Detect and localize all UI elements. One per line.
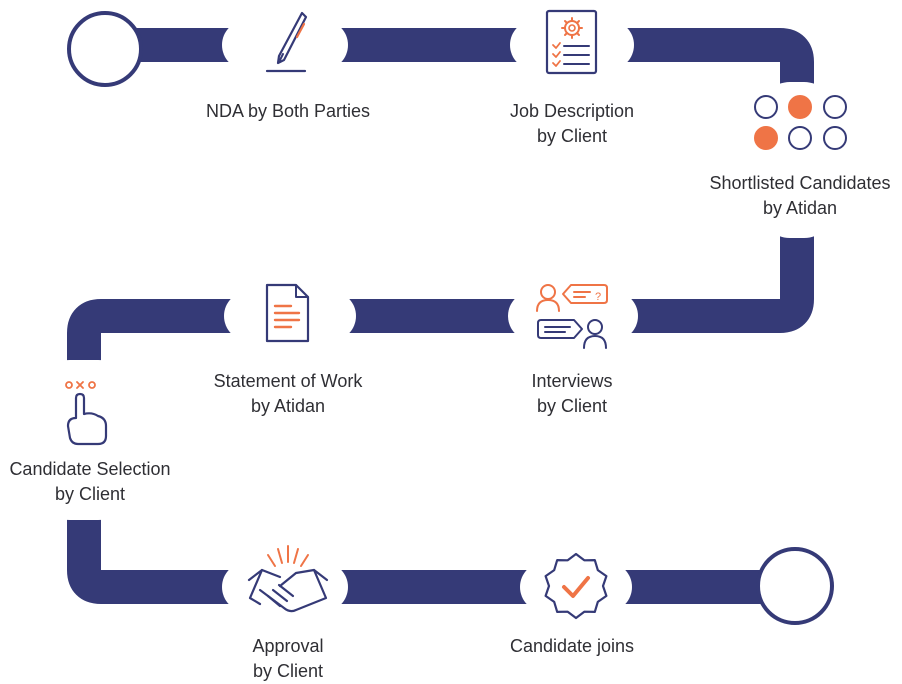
- step-label-line: Candidate joins: [509, 636, 635, 656]
- step-label-shortlisted: Shortlisted Candidates by Atidan: [694, 171, 902, 221]
- tap-selection-icon: [65, 381, 108, 446]
- step-label-line: NDA by Both Parties: [205, 101, 371, 121]
- step-label-candidate-joins: Candidate joins: [472, 634, 672, 659]
- step-label-line: Candidate Selection: [9, 459, 171, 479]
- step-label-statement-of-work: Statement of Work by Atidan: [188, 369, 388, 419]
- step-label-candidate-selection: Candidate Selection by Client: [0, 457, 180, 507]
- step-label-line: by Client: [536, 126, 608, 146]
- document-icon: [265, 283, 310, 343]
- interview-chat-icon: ?: [536, 284, 608, 349]
- step-label-line: by Atidan: [250, 396, 326, 416]
- step-label-line: Interviews: [531, 371, 613, 391]
- step-label-line: by Client: [252, 661, 324, 681]
- step-label-line: Job Description: [509, 101, 635, 121]
- end-circle: [756, 547, 834, 625]
- svg-text:?: ?: [595, 291, 601, 303]
- step-label-line: Approval: [252, 636, 324, 656]
- candidate-dots-icon: [754, 95, 847, 150]
- step-label-interviews: Interviews by Client: [472, 369, 672, 419]
- step-label-line: Statement of Work: [213, 371, 363, 391]
- handshake-icon: [247, 545, 329, 613]
- step-label-line: by Client: [536, 396, 608, 416]
- check-badge-icon: [544, 552, 608, 620]
- step-label-approval: Approval by Client: [188, 634, 388, 684]
- step-label-nda: NDA by Both Parties: [188, 99, 388, 124]
- step-label-line: by Atidan: [762, 198, 838, 218]
- start-circle: [67, 11, 143, 87]
- job-description-document-icon: [545, 9, 598, 75]
- process-track: [67, 28, 814, 604]
- pen-signature-icon: [265, 11, 308, 73]
- step-label-line: Shortlisted Candidates: [709, 173, 891, 193]
- step-label-job-description: Job Description by Client: [474, 99, 670, 149]
- step-label-line: by Client: [54, 484, 126, 504]
